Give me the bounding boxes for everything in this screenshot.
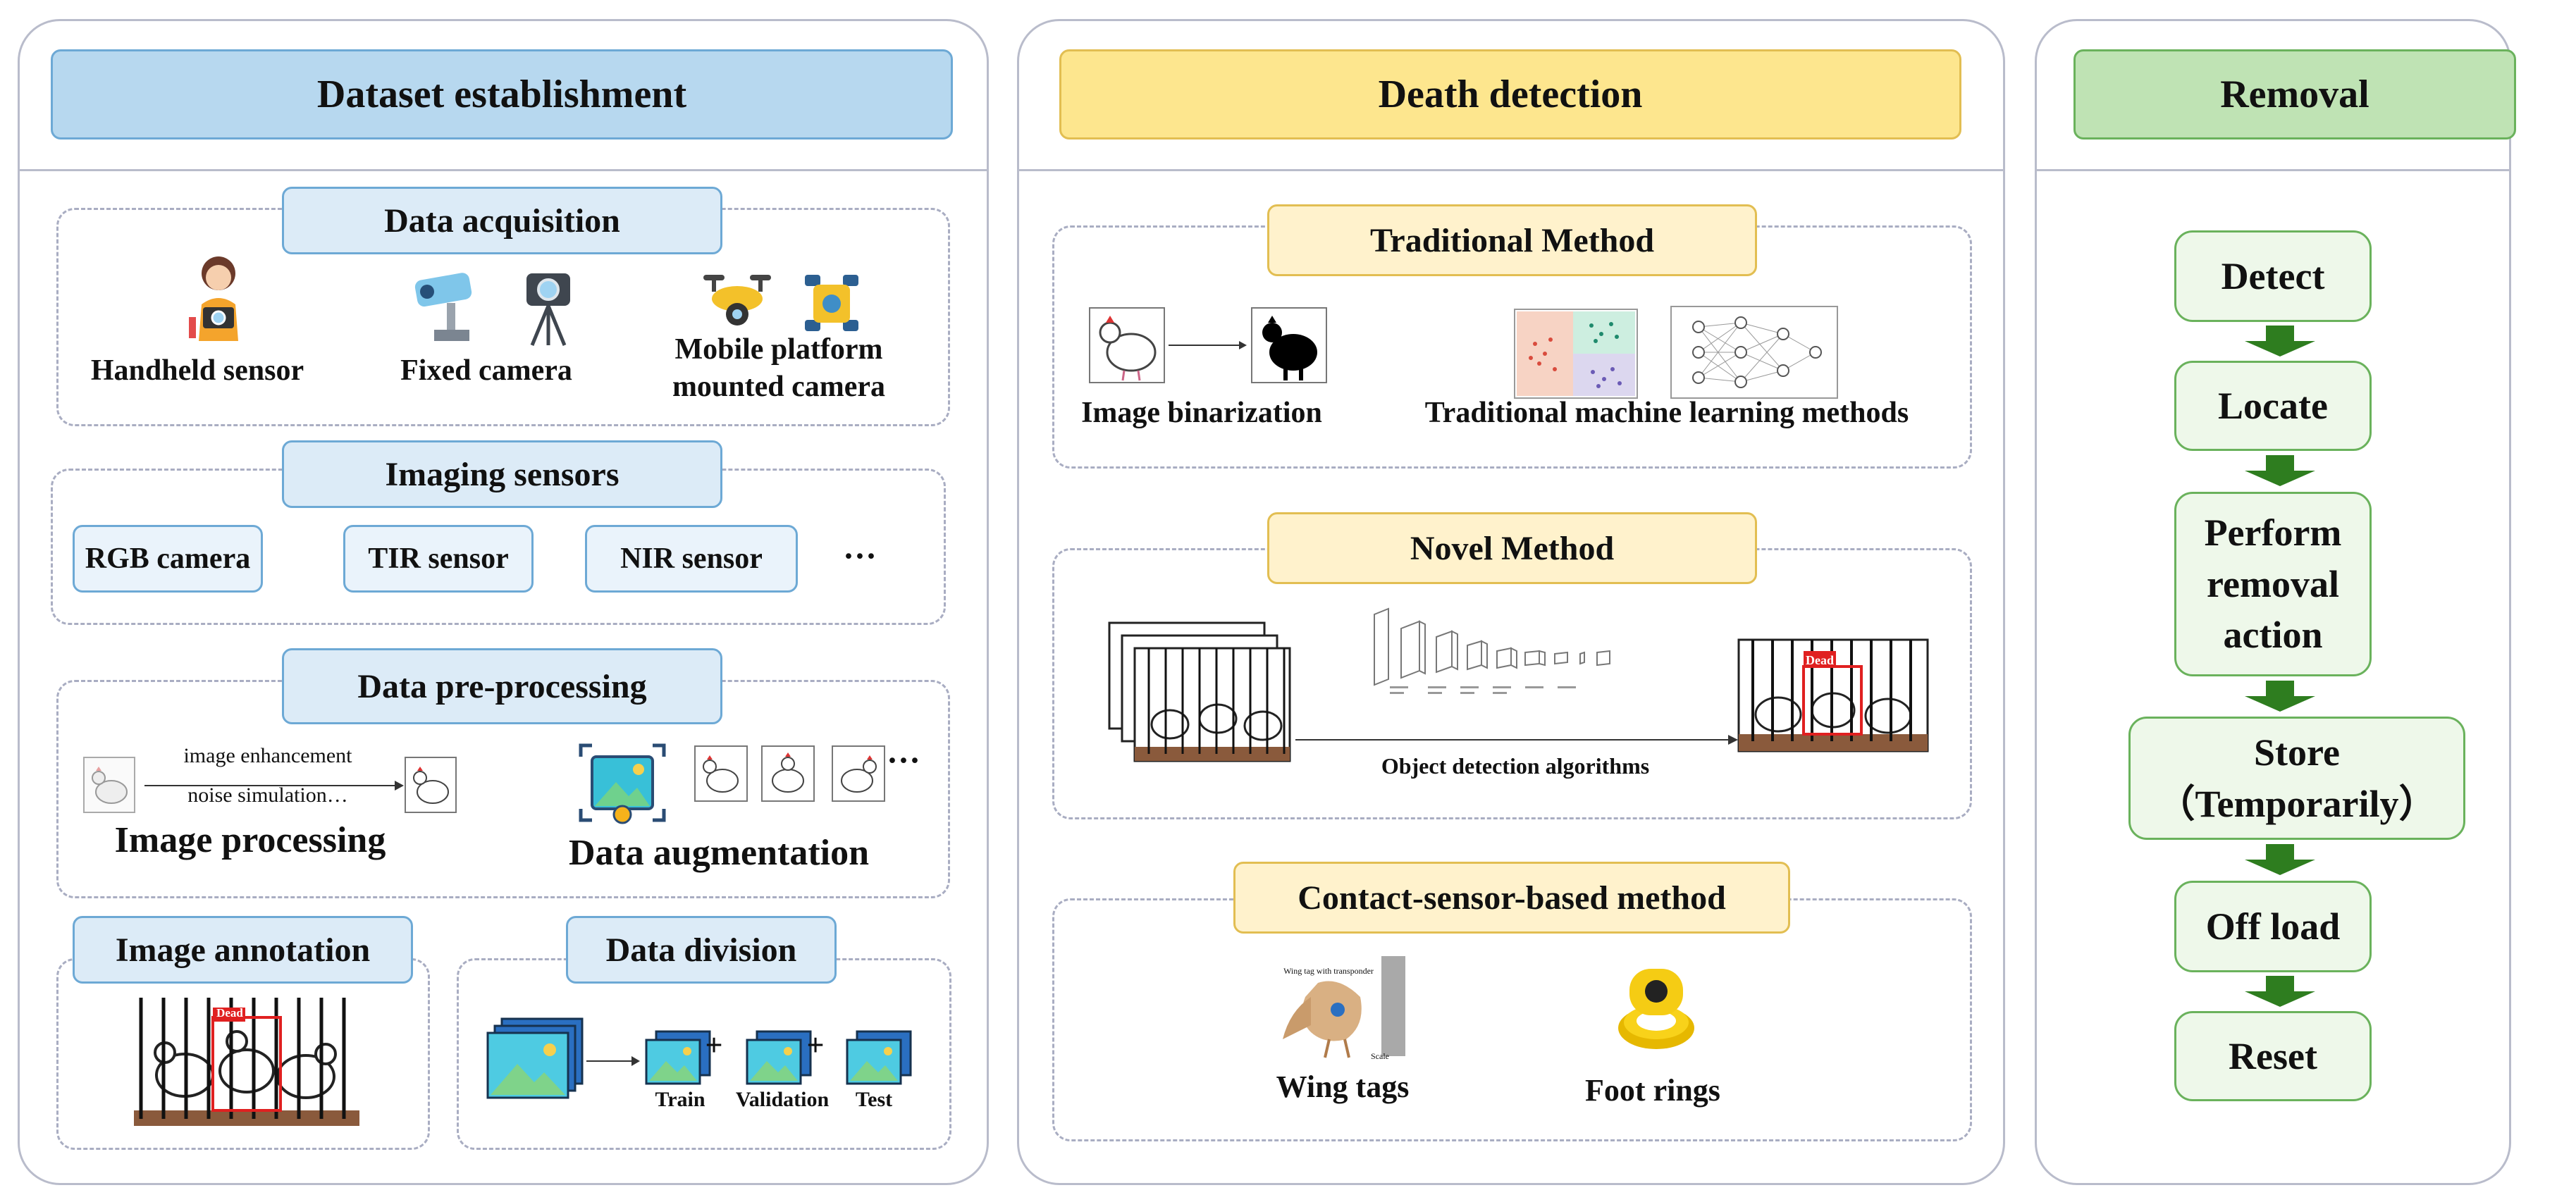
traditional-title: Traditional Method	[1267, 204, 1757, 276]
scale-caption: Scale	[1371, 1051, 1389, 1061]
train-set-icon	[645, 1030, 711, 1085]
flow-arrowhead	[2245, 860, 2315, 875]
annotation-title: Image annotation	[73, 916, 413, 984]
object-detection-label: Object detection algorithms	[1381, 753, 1650, 779]
train-label: Train	[655, 1088, 705, 1111]
flow-arrow	[2266, 326, 2294, 341]
tir-sensor-chip: TIR sensor	[343, 525, 534, 593]
panel-divider	[2037, 169, 2509, 171]
plus-sign: +	[806, 1028, 825, 1062]
noise-label: noise simulation…	[187, 783, 348, 807]
plus-sign: +	[705, 1028, 723, 1062]
data-augmentation-icon	[579, 743, 666, 824]
traditional-ml-label: Traditional machine learning methods	[1424, 397, 1909, 429]
flow-arrow	[2266, 681, 2294, 696]
nir-sensor-chip: NIR sensor	[585, 525, 798, 593]
step-detect: Detect	[2174, 230, 2372, 322]
imaging-title: Imaging sensors	[282, 440, 722, 508]
wing-tag-icon	[1283, 956, 1405, 1058]
foot-ring-icon	[1618, 969, 1694, 1049]
image-processing-label: Image processing	[114, 820, 386, 860]
detection-result-icon	[1737, 638, 1929, 752]
foot-rings-label: Foot rings	[1585, 1073, 1720, 1108]
input-frames-stack-icon	[1108, 621, 1291, 762]
novel-title: Novel Method	[1267, 512, 1757, 584]
division-title: Data division	[566, 916, 837, 984]
image-binarization-label: Image binarization	[1081, 397, 1322, 429]
drone-icon	[703, 275, 771, 326]
death-detection-header: Death detection	[1059, 49, 1961, 140]
flow-arrowhead	[2245, 991, 2315, 1007]
step-locate: Locate	[2174, 361, 2372, 451]
fixed-camera-icon	[414, 273, 472, 341]
binarize-arrow	[1169, 341, 1247, 349]
chicken-thumbnail-icon	[761, 745, 815, 802]
chicken-thumbnail-icon	[694, 745, 748, 802]
acquisition-title: Data acquisition	[282, 187, 722, 254]
chicken-thumbnail-icon	[405, 757, 457, 813]
dead-tag-detection: Dead	[1806, 653, 1834, 667]
panel-divider	[20, 169, 987, 171]
enhancement-label: image enhancement	[183, 744, 352, 767]
test-label: Test	[855, 1088, 893, 1111]
validation-label: Validation	[735, 1088, 830, 1111]
wing-tags-label: Wing tags	[1276, 1070, 1410, 1104]
dataset-header: Dataset establishment	[51, 49, 953, 140]
flow-arrow	[2266, 976, 2294, 991]
scatter-clusters-icon	[1514, 309, 1638, 399]
imaging-ellipsis: ···	[842, 538, 877, 575]
step-perform-removal: Perform removal action	[2174, 492, 2372, 676]
mobile-platform-line2: mounted camera	[672, 370, 886, 403]
wing-tag-caption: Wing tag with transponder	[1283, 966, 1374, 976]
cnn-architecture-icon	[1374, 607, 1610, 694]
data-augmentation-label: Data augmentation	[568, 833, 870, 873]
binary-chicken-icon	[1251, 307, 1327, 383]
neural-network-icon	[1670, 306, 1838, 399]
dead-tag-annotation: Dead	[216, 1006, 243, 1020]
step-off-load: Off load	[2174, 881, 2372, 972]
caged-chickens-annotation-image	[134, 998, 359, 1126]
rgb-camera-chip: RGB camera	[73, 525, 263, 593]
mobile-platform-label: Mobile platform mounted camera	[645, 331, 913, 405]
chicken-photo-icon	[1089, 307, 1165, 383]
augmentation-dots: ···	[886, 742, 921, 779]
fixed-camera-label: Fixed camera	[400, 354, 572, 387]
step-store-temporarily: Store（Temporarily）	[2128, 717, 2465, 840]
mobile-platform-line1: Mobile platform	[674, 333, 883, 366]
flow-arrow	[2266, 455, 2294, 471]
validation-set-icon	[746, 1030, 812, 1085]
robot-vehicle-icon	[805, 275, 858, 331]
flow-arrow	[2266, 844, 2294, 860]
detection-arrow	[1295, 735, 1738, 745]
panel-divider	[1019, 169, 2003, 171]
handheld-sensor-label: Handheld sensor	[90, 354, 304, 387]
split-arrow	[586, 1056, 640, 1066]
removal-header: Removal	[2073, 49, 2516, 140]
preprocessing-title: Data pre-processing	[282, 648, 722, 724]
contact-box	[1052, 898, 1972, 1141]
chicken-thumbnail-icon	[83, 757, 135, 813]
flow-arrowhead	[2245, 471, 2315, 486]
handheld-sensor-icon	[189, 256, 238, 341]
step-reset: Reset	[2174, 1011, 2372, 1101]
full-dataset-icon	[486, 1017, 584, 1099]
flow-arrowhead	[2245, 696, 2315, 712]
test-set-icon	[846, 1030, 912, 1085]
preprocessing-arrow	[144, 781, 404, 791]
flow-arrowhead	[2245, 341, 2315, 357]
chicken-thumbnail-icon	[832, 745, 885, 802]
contact-title: Contact-sensor-based method	[1233, 862, 1790, 934]
tripod-camera-icon	[526, 273, 570, 346]
